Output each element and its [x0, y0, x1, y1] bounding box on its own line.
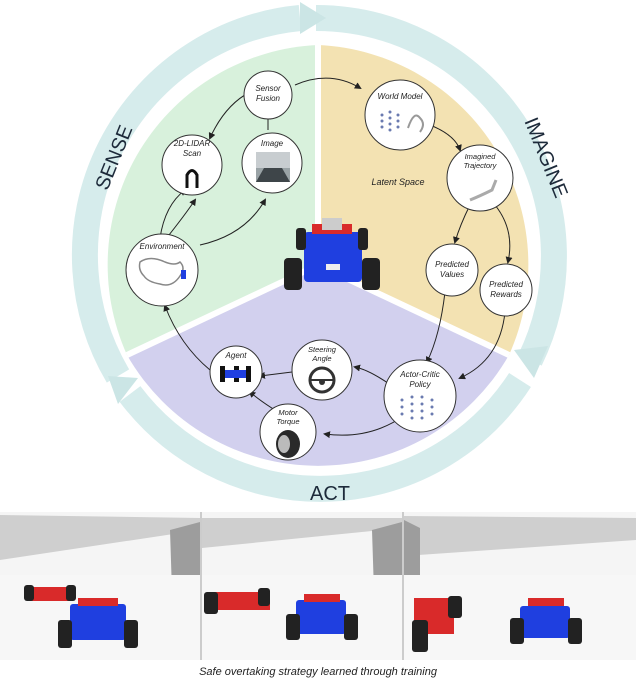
actor-critic-label-2: Policy: [409, 380, 431, 389]
center-race-car: [284, 218, 380, 290]
race-track-icon: [138, 257, 184, 286]
environment-label: Environment: [140, 242, 186, 251]
opponent-car-frame-3: [412, 596, 462, 652]
agent-car-frame-2: [286, 594, 358, 640]
neural-net-icon: [380, 110, 400, 132]
simulation-frames: [0, 512, 636, 660]
lidar-label-1: 2D-LIDAR: [173, 139, 211, 148]
opponent-car-frame-1: [24, 585, 76, 601]
policy-network-icon: [400, 395, 434, 420]
motor-torque-node: Motor Torque: [259, 403, 317, 461]
environment-node: Environment: [125, 233, 199, 307]
world-model-label: World Model: [378, 92, 423, 101]
latent-space-label: Latent Space: [371, 177, 424, 187]
imagined-trajectory-label-2: Trajectory: [464, 161, 498, 170]
agent-node: Agent: [209, 345, 263, 399]
sensor-fusion-node: Sensor Fusion: [243, 70, 293, 120]
steering-angle-node: Steering Angle: [291, 339, 353, 401]
trajectory-curve-icon: [469, 179, 498, 202]
agent-car-frame-1: [58, 598, 138, 648]
tire-icon: [276, 430, 300, 458]
agent-car-topdown-icon: [220, 366, 251, 382]
imagined-trajectory-label-1: Imagined: [465, 152, 497, 161]
frame-2: [202, 512, 402, 660]
predicted-rewards-node: Predicted Rewards: [479, 263, 533, 317]
imagined-trajectory-node: Imagined Trajectory: [446, 144, 514, 212]
lidar-scan-icon: [185, 169, 199, 188]
agent-car-icon: [181, 270, 186, 279]
figure-caption: Safe overtaking strategy learned through…: [199, 666, 437, 678]
motor-label-1: Motor: [278, 408, 298, 417]
steering-wheel-icon: [308, 366, 336, 394]
world-model-node: World Model: [364, 79, 436, 151]
agent-label: Agent: [225, 351, 248, 360]
steering-label-2: Angle: [311, 354, 331, 363]
predicted-values-label-2: Values: [440, 270, 464, 279]
track-curve-icon: [407, 114, 424, 133]
predicted-values-label-1: Predicted: [435, 260, 469, 269]
act-title: ACT: [310, 483, 350, 505]
motor-label-2: Torque: [276, 417, 299, 426]
lidar-label-2: Scan: [183, 149, 202, 158]
actor-critic-node: Actor-Critic Policy: [383, 359, 457, 433]
predicted-rewards-label-1: Predicted: [489, 280, 523, 289]
frame-1: [0, 512, 200, 660]
agent-car-frame-3: [510, 598, 582, 644]
sensor-fusion-label-2: Fusion: [256, 94, 281, 103]
image-label: Image: [261, 139, 284, 148]
outer-cycle-arrowheads: [108, 2, 548, 404]
outer-cycle-band: [71, 5, 567, 502]
actor-critic-label-1: Actor-Critic: [399, 370, 439, 379]
lidar-node: 2D-LIDAR Scan: [161, 134, 223, 196]
predicted-rewards-label-2: Rewards: [490, 290, 522, 299]
steering-label-1: Steering: [308, 345, 337, 354]
image-node: Image: [241, 132, 303, 194]
frame-3: [404, 512, 636, 660]
camera-image-icon: [256, 152, 290, 182]
opponent-car-frame-2: [204, 588, 270, 614]
sensor-fusion-label-1: Sensor: [255, 84, 281, 93]
predicted-values-node: Predicted Values: [425, 243, 479, 297]
